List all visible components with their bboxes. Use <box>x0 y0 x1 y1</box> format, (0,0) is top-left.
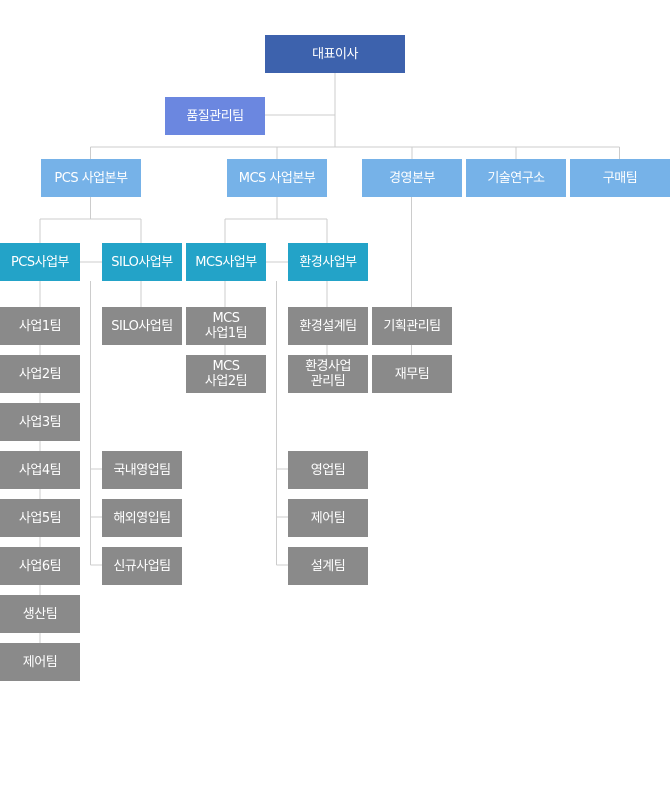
env-department-box: 환경사업부 <box>288 243 368 281</box>
quality-team-label: 품질관리팀 <box>186 108 244 124</box>
mcs-division-box: MCS 사업본부 <box>227 159 327 197</box>
team-box: 사업2팀 <box>0 355 80 393</box>
mcs-department-box: MCS사업부 <box>186 243 266 281</box>
team-label: 사업2팀 <box>18 366 62 382</box>
team-box: 재무팀 <box>372 355 452 393</box>
purchase-team-label: 구매팀 <box>602 170 638 186</box>
team-box: 제어팀 <box>0 643 80 681</box>
mcs-division-label: MCS 사업본부 <box>238 170 316 186</box>
team-label: 국내영업팀 <box>113 462 171 478</box>
rnd-center-label: 기술연구소 <box>487 170 545 186</box>
team-label: 사업1팀 <box>204 326 248 341</box>
team-label: 신규사업팀 <box>113 558 171 574</box>
team-label: 사업3팀 <box>18 414 62 430</box>
team-box: 영업팀 <box>288 451 368 489</box>
ceo-box: 대표이사 <box>265 35 405 73</box>
team-label: 해외영입팀 <box>113 510 171 526</box>
team-box: 사업4팀 <box>0 451 80 489</box>
team-box: 해외영입팀 <box>102 499 182 537</box>
team-box: 국내영업팀 <box>102 451 182 489</box>
team-label: 사업2팀 <box>204 374 248 389</box>
team-label: 관리팀 <box>310 374 346 389</box>
pcs-division-label: PCS 사업본부 <box>54 170 128 186</box>
team-label: 생산팀 <box>22 606 58 622</box>
team-label: 설계팀 <box>310 558 346 574</box>
silo-department-box: SILO사업부 <box>102 243 182 281</box>
team-label: 사업6팀 <box>18 558 62 574</box>
env-department-label: 환경사업부 <box>299 254 357 270</box>
team-label: 제어팀 <box>310 510 346 526</box>
management-division-label: 경영본부 <box>389 170 435 186</box>
team-label: 제어팀 <box>22 654 58 670</box>
management-division-box: 경영본부 <box>362 159 462 197</box>
team-label: 사업4팀 <box>18 462 62 478</box>
team-box: 사업1팀 <box>0 307 80 345</box>
purchase-team-box: 구매팀 <box>570 159 670 197</box>
team-box: 제어팀 <box>288 499 368 537</box>
team-label: SILO사업팀 <box>111 318 173 334</box>
quality-team-box: 품질관리팀 <box>165 97 265 135</box>
team-label: 환경설계팀 <box>299 318 357 334</box>
team-label: 기획관리팀 <box>383 318 441 334</box>
team-box: 생산팀 <box>0 595 80 633</box>
team-box: 설계팀 <box>288 547 368 585</box>
team-label: MCS <box>212 359 240 374</box>
team-label: 영업팀 <box>310 462 346 478</box>
team-label: 환경사업 <box>305 359 351 374</box>
team-label: 사업1팀 <box>18 318 62 334</box>
silo-department-label: SILO사업부 <box>111 254 173 270</box>
pcs-department-label: PCS사업부 <box>10 254 70 270</box>
team-box: 사업5팀 <box>0 499 80 537</box>
team-label: 재무팀 <box>394 366 430 382</box>
team-box: 기획관리팀 <box>372 307 452 345</box>
rnd-center-box: 기술연구소 <box>466 159 566 197</box>
mcs-department-label: MCS사업부 <box>195 254 257 270</box>
team-label: MCS <box>212 311 240 326</box>
ceo-label: 대표이사 <box>312 46 358 62</box>
team-box: 환경설계팀 <box>288 307 368 345</box>
team-box: 사업6팀 <box>0 547 80 585</box>
team-label: 사업5팀 <box>18 510 62 526</box>
pcs-department-box: PCS사업부 <box>0 243 80 281</box>
team-box: 사업3팀 <box>0 403 80 441</box>
pcs-division-box: PCS 사업본부 <box>41 159 141 197</box>
team-box: SILO사업팀 <box>102 307 182 345</box>
team-box: 신규사업팀 <box>102 547 182 585</box>
